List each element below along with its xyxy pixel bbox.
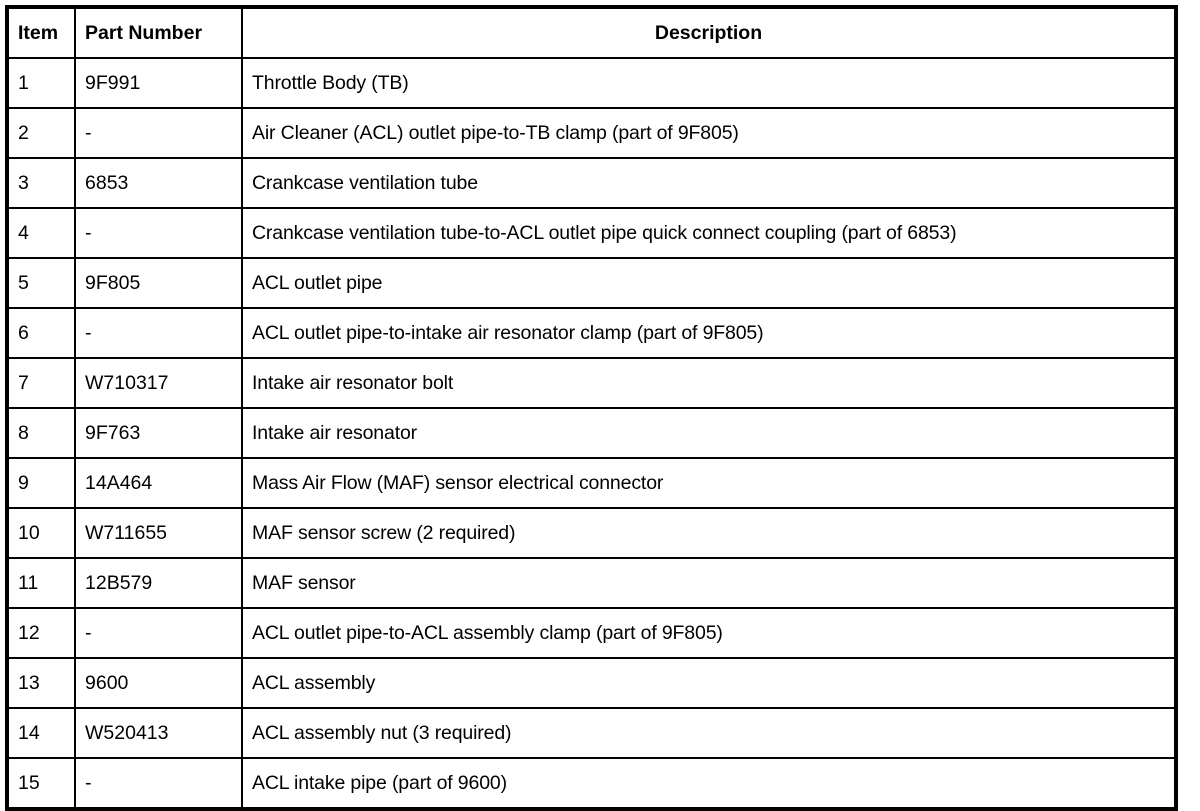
cell-description: Crankcase ventilation tube-to-ACL outlet… [241,207,1177,259]
cell-part-number: W520413 [74,707,243,759]
cell-part-number: 14A464 [74,457,243,509]
cell-description: Intake air resonator [241,407,1177,459]
table-header-row: Item Part Number Description [6,6,1177,59]
cell-part-number: W711655 [74,507,243,559]
cell-part-number: 9F805 [74,257,243,309]
cell-part-number: 9F763 [74,407,243,459]
cell-description: Crankcase ventilation tube [241,157,1177,209]
cell-part-number: - [74,207,243,259]
cell-item: 2 [6,107,76,159]
cell-description: Air Cleaner (ACL) outlet pipe-to-TB clam… [241,107,1177,159]
cell-description: ACL outlet pipe-to-ACL assembly clamp (p… [241,607,1177,659]
cell-item: 6 [6,307,76,359]
cell-part-number: 12B579 [74,557,243,609]
table-row: 15-ACL intake pipe (part of 9600) [6,757,1177,810]
cell-part-number: 9600 [74,657,243,709]
cell-description: Throttle Body (TB) [241,57,1177,109]
cell-item: 4 [6,207,76,259]
cell-description: Intake air resonator bolt [241,357,1177,409]
cell-item: 13 [6,657,76,709]
cell-description: MAF sensor screw (2 required) [241,507,1177,559]
cell-part-number: - [74,757,243,810]
cell-item: 9 [6,457,76,509]
column-header-part-number: Part Number [74,6,243,59]
cell-item: 11 [6,557,76,609]
table-row: 12-ACL outlet pipe-to-ACL assembly clamp… [6,607,1177,659]
table-header: Item Part Number Description [6,6,1177,59]
cell-item: 3 [6,157,76,209]
cell-description: MAF sensor [241,557,1177,609]
table-row: 4-Crankcase ventilation tube-to-ACL outl… [6,207,1177,259]
cell-item: 14 [6,707,76,759]
cell-description: ACL intake pipe (part of 9600) [241,757,1177,810]
cell-item: 15 [6,757,76,810]
cell-item: 5 [6,257,76,309]
cell-item: 12 [6,607,76,659]
cell-part-number: 6853 [74,157,243,209]
cell-item: 7 [6,357,76,409]
cell-part-number: - [74,107,243,159]
cell-part-number: - [74,307,243,359]
cell-item: 1 [6,57,76,109]
table-row: 2-Air Cleaner (ACL) outlet pipe-to-TB cl… [6,107,1177,159]
cell-part-number: 9F991 [74,57,243,109]
cell-description: ACL outlet pipe [241,257,1177,309]
cell-item: 8 [6,407,76,459]
cell-item: 10 [6,507,76,559]
table-row: 6-ACL outlet pipe-to-intake air resonato… [6,307,1177,359]
cell-part-number: - [74,607,243,659]
cell-description: ACL assembly [241,657,1177,709]
column-header-description: Description [241,6,1177,59]
cell-description: Mass Air Flow (MAF) sensor electrical co… [241,457,1177,509]
column-header-item: Item [6,6,76,59]
cell-description: ACL outlet pipe-to-intake air resonator … [241,307,1177,359]
cell-part-number: W710317 [74,357,243,409]
cell-description: ACL assembly nut (3 required) [241,707,1177,759]
